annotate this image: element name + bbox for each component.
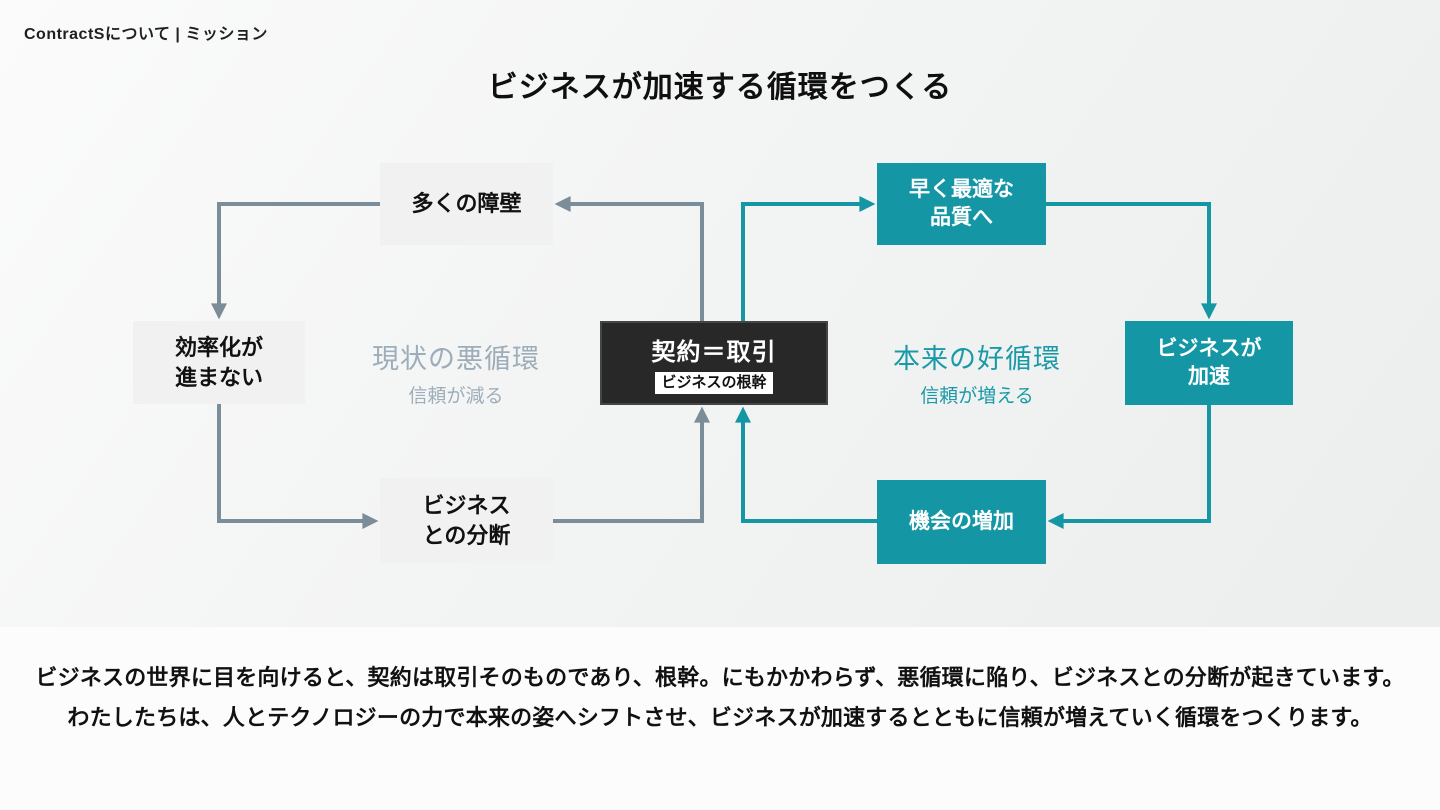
good-cycle-label: 本来の好循環 信頼が増える [867, 337, 1087, 408]
bad-cycle-label: 現状の悪循環 信頼が減る [346, 337, 566, 408]
arrow-core-to-quality [741, 196, 876, 321]
arrow-efficiency-to-disconnect [217, 404, 379, 529]
box-business-disconnect: ビジネス との分断 [380, 478, 553, 563]
page-title: ビジネスが加速する循環をつくる [487, 71, 953, 104]
core-title: 契約＝取引 [651, 339, 777, 366]
good-cycle-title: 本来の好循環 [893, 344, 1061, 374]
box-more-opportunities: 機会の増加 [877, 480, 1046, 564]
arrow-quality-to-accelerate [1046, 202, 1217, 320]
core-badge: ビジネスの根幹 [655, 372, 773, 394]
box-no-efficiency: 効率化が 進まない [133, 321, 305, 404]
breadcrumb: ContractSについて | ミッション [24, 26, 268, 43]
box-business-accelerates: ビジネスが 加速 [1125, 321, 1293, 405]
arrow-barriers-to-efficiency [211, 202, 380, 320]
footer-line-2: わたしたちは、人とテクノロジーの力で本来の姿へシフトさせ、ビジネスが加速するとと… [67, 705, 1373, 730]
box-contract-core: 契約＝取引 ビジネスの根幹 [600, 321, 828, 405]
box-many-barriers: 多くの障壁 [380, 163, 553, 245]
bad-cycle-title: 現状の悪循環 [372, 344, 540, 374]
bad-cycle-subtitle: 信頼が減る [408, 386, 504, 407]
arrow-disconnect-to-core [553, 406, 710, 523]
footer-line-1: ビジネスの世界に目を向けると、契約は取引そのものであり、根幹。にもかかわらず、悪… [35, 665, 1405, 690]
box-fast-quality: 早く最適な 品質へ [877, 163, 1046, 245]
arrow-opportunity-to-core [735, 406, 877, 523]
footer-band: ビジネスの世界に目を向けると、契約は取引そのものであり、根幹。にもかかわらず、悪… [0, 627, 1440, 810]
arrow-accelerate-to-opportunity [1047, 405, 1211, 529]
arrow-core-to-barriers [554, 196, 704, 321]
good-cycle-subtitle: 信頼が増える [920, 386, 1034, 407]
